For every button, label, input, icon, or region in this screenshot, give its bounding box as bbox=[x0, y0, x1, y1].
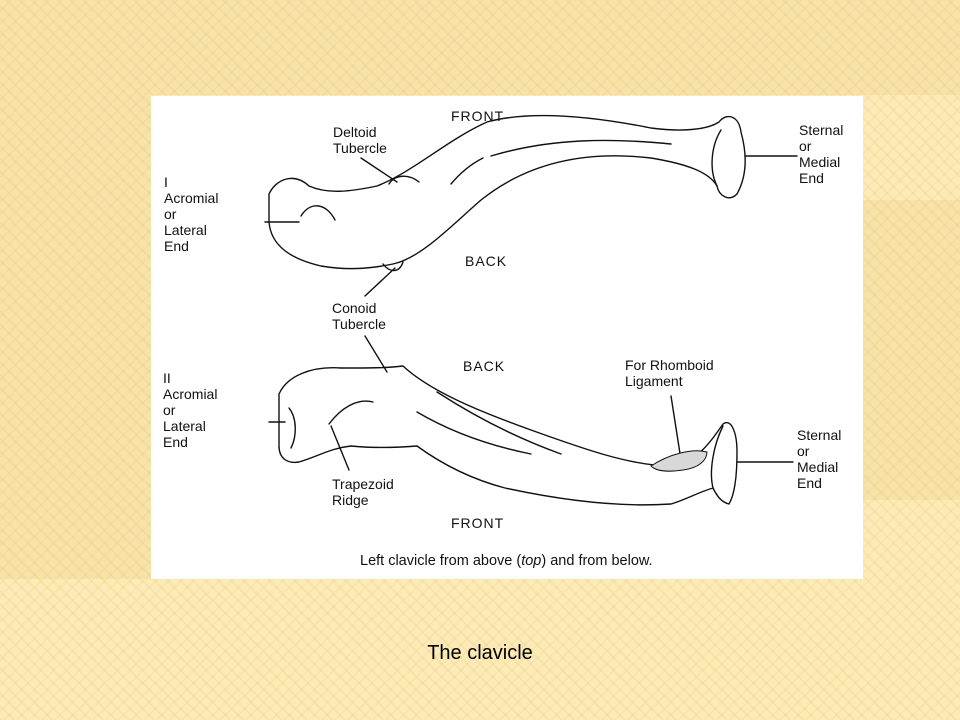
lower-front-label: FRONT bbox=[451, 515, 505, 531]
upper-medial-end-edge bbox=[711, 129, 722, 187]
trapezoid-ridge-mark bbox=[328, 400, 374, 425]
figure-caption-end: ) and from below. bbox=[541, 553, 653, 569]
upper-sternal-end-label: Sternal or Medial End bbox=[799, 122, 843, 186]
lower-acromial-line: End bbox=[163, 434, 188, 450]
figure-caption-start: Left clavicle from above ( bbox=[360, 553, 522, 569]
lower-roman-label: II bbox=[163, 370, 171, 386]
conoid-tubercle-line: Conoid bbox=[332, 300, 377, 316]
lower-sternal-line: End bbox=[797, 475, 822, 491]
rhomboid-ligament-line: Ligament bbox=[625, 373, 683, 389]
upper-sternal-line: End bbox=[799, 170, 824, 186]
lower-back-label: BACK bbox=[463, 358, 506, 374]
conoid-tubercle-mark bbox=[382, 261, 404, 272]
lower-lateral-end-line bbox=[288, 407, 296, 449]
leader-line bbox=[364, 267, 396, 297]
slide-caption: The clavicle bbox=[427, 642, 533, 664]
upper-acromial-line: or bbox=[164, 206, 177, 222]
lower-sternal-line: Sternal bbox=[797, 427, 842, 443]
leader-line bbox=[360, 157, 398, 183]
upper-acromial-end-label: Acromial or Lateral End bbox=[164, 190, 218, 254]
rhomboid-ligament-label: For Rhomboid Ligament bbox=[625, 357, 714, 389]
trapezoid-ridge-label: Trapezoid Ridge bbox=[332, 476, 394, 508]
trapezoid-ridge-line: Ridge bbox=[332, 492, 369, 508]
deltoid-tubercle-line: Tubercle bbox=[333, 140, 387, 156]
upper-shaft-line bbox=[490, 139, 672, 157]
upper-acromial-line: End bbox=[164, 238, 189, 254]
upper-sternal-line: or bbox=[799, 138, 812, 154]
lower-clavicle-outline bbox=[278, 365, 738, 506]
rhomboid-ligament-line: For Rhomboid bbox=[625, 357, 714, 373]
conoid-tubercle-line: Tubercle bbox=[332, 316, 386, 332]
lower-medial-end-edge bbox=[710, 425, 724, 489]
leader-line bbox=[364, 335, 388, 373]
trapezoid-ridge-line: Trapezoid bbox=[332, 476, 394, 492]
figure-caption-italic: top bbox=[521, 553, 542, 569]
background-block bbox=[0, 95, 151, 579]
leader-line bbox=[670, 395, 682, 461]
leader-line bbox=[330, 425, 350, 471]
lower-sternal-line: or bbox=[797, 443, 810, 459]
lower-sternal-line: Medial bbox=[797, 459, 839, 475]
rhomboid-impression bbox=[650, 450, 708, 472]
deltoid-tubercle-label: Deltoid Tubercle bbox=[333, 124, 387, 156]
lower-acromial-line: or bbox=[163, 402, 176, 418]
lower-acromial-end-label: Acromial or Lateral End bbox=[163, 386, 217, 450]
clavicle-figure: FRONT Deltoid Tubercle I Acromial or Lat… bbox=[151, 96, 863, 579]
upper-roman-label: I bbox=[164, 174, 168, 190]
upper-sternal-line: Sternal bbox=[799, 122, 844, 138]
figure-caption: Left clavicle from above (top) and from … bbox=[360, 553, 653, 569]
lower-sternal-end-label: Sternal or Medial End bbox=[797, 427, 841, 491]
upper-shaft-line bbox=[450, 157, 484, 185]
deltoid-tubercle-line: Deltoid bbox=[333, 124, 377, 140]
upper-clavicle-outline bbox=[268, 114, 746, 270]
conoid-tubercle-label: Conoid Tubercle bbox=[332, 300, 386, 332]
upper-acromial-line: Acromial bbox=[164, 190, 219, 206]
upper-front-label: FRONT bbox=[451, 108, 505, 124]
clavicle-drawing bbox=[264, 114, 798, 506]
lower-shaft-line bbox=[436, 391, 562, 455]
upper-sternal-line: Medial bbox=[799, 154, 841, 170]
upper-lateral-end-line bbox=[300, 205, 336, 221]
lower-acromial-line: Acromial bbox=[163, 386, 218, 402]
deltoid-tubercle-mark bbox=[388, 175, 420, 185]
upper-acromial-line: Lateral bbox=[164, 222, 207, 238]
lower-shaft-line bbox=[416, 411, 532, 455]
background-block bbox=[0, 0, 960, 95]
upper-back-label: BACK bbox=[465, 253, 508, 269]
lower-acromial-line: Lateral bbox=[163, 418, 206, 434]
background-block bbox=[863, 200, 960, 500]
